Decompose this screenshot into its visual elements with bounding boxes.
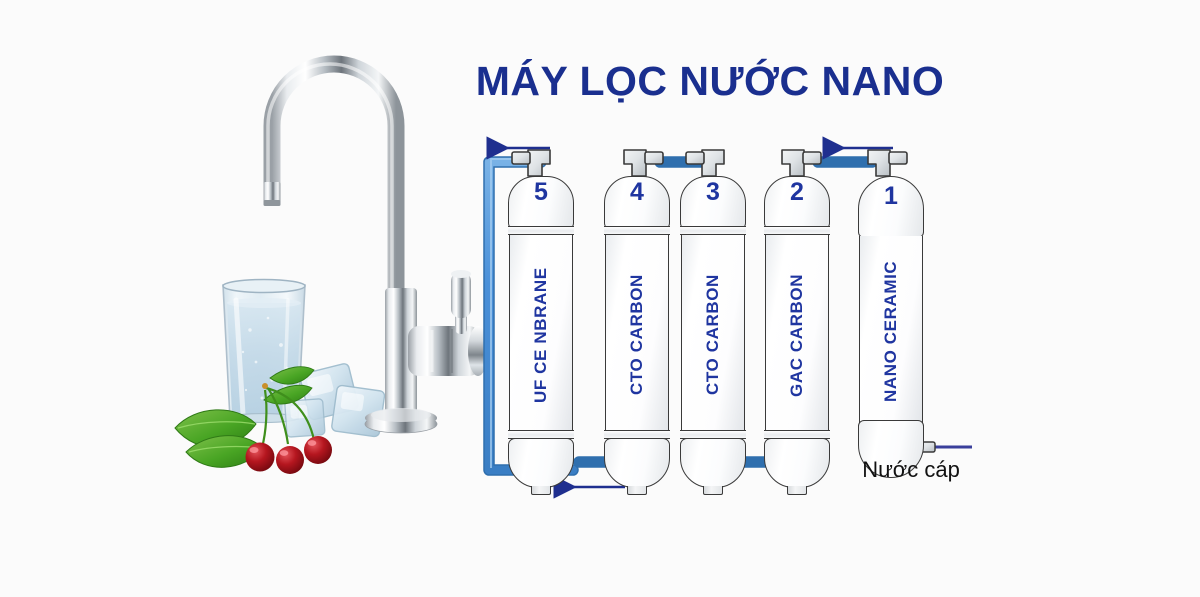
- fitting-top-3: [685, 149, 725, 177]
- cartridge-2-number: 2: [790, 178, 804, 206]
- cartridge-5-band-top: [508, 226, 574, 235]
- cartridge-5-outlet-stub: [531, 486, 551, 495]
- cartridge-3-body: CTO CARBON: [681, 235, 745, 435]
- cartridge-3-label: CTO CARBON: [703, 274, 722, 396]
- cartridge-2-outlet-stub: [787, 486, 807, 495]
- cartridge-4-outlet-stub: [627, 486, 647, 495]
- cartridge-2-band-top: [764, 226, 830, 235]
- cartridge-3-outlet-stub: [703, 486, 723, 495]
- cartridge-3-number: 3: [706, 178, 720, 206]
- cartridge-5-body: UF CE NBRANE: [509, 235, 573, 435]
- cartridge-2-cap: [764, 176, 830, 230]
- cartridge-1-label: NANO CERAMIC: [881, 260, 900, 402]
- cartridge-1-body: NANO CERAMIC: [859, 236, 923, 426]
- cartridge-1-bottom: [858, 420, 924, 478]
- inlet-caption: Nước cáp: [862, 457, 960, 482]
- cartridge-5-number: 5: [534, 178, 548, 206]
- fitting-top-5: [511, 149, 551, 177]
- cartridge-3-band-top: [680, 226, 746, 235]
- cartridge-1-number: 1: [884, 182, 898, 210]
- cartridge-2-body: GAC CARBON: [765, 235, 829, 435]
- fitting-top-2: [781, 149, 822, 177]
- fitting-top-4: [623, 149, 664, 177]
- cartridge-4-band-top: [604, 226, 670, 235]
- page-title: MÁY LỌC NƯỚC NANO: [475, 58, 945, 104]
- cherries: [245, 436, 332, 474]
- cartridge-4-number: 4: [630, 178, 644, 206]
- cartridge-2-label: GAC CARBON: [787, 273, 806, 397]
- cartridge-2-bottom: [764, 438, 830, 488]
- fitting-top-1: [867, 149, 908, 177]
- cartridge-5-label: UF CE NBRANE: [531, 267, 550, 403]
- cartridge-3-cap: [680, 176, 746, 230]
- cartridge-5-bottom: [508, 438, 574, 488]
- cartridge-4-cap: [604, 176, 670, 230]
- gooseneck-faucet: [263, 55, 488, 434]
- cartridge-4-body: CTO CARBON: [605, 235, 669, 435]
- cartridge-4-label: CTO CARBON: [627, 274, 646, 396]
